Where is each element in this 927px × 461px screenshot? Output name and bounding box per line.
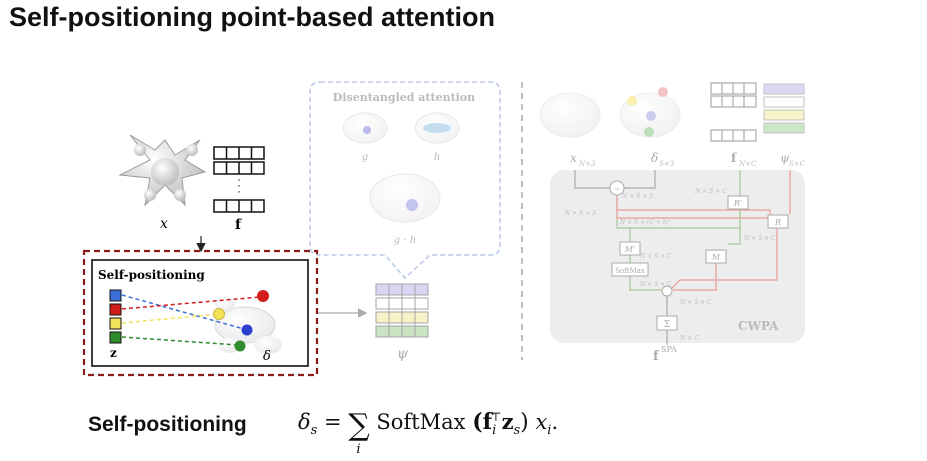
point-blue: [241, 324, 253, 336]
svg-text:·: ·: [237, 184, 241, 198]
cwpa-label: CWPA: [738, 319, 779, 333]
r-prime-node: [727, 195, 749, 210]
label-delta: δ: [263, 349, 271, 364]
label-gh: g · h: [394, 235, 416, 246]
label-f: f: [235, 217, 242, 233]
label-delta-right: δ: [651, 151, 658, 165]
subtract-node: [609, 180, 625, 196]
dash-blue: [121, 294, 245, 330]
svg-text:N×3: N×3: [578, 160, 596, 168]
m-prime-node: [619, 241, 641, 256]
slide-title: Self-positioning point-based attention: [9, 2, 495, 32]
right-feature-grid: [710, 82, 757, 142]
label-g: g: [362, 152, 368, 163]
vertical-ellipsis: ·: [237, 172, 241, 186]
svg-text:N×C: N×C: [738, 160, 757, 168]
svg-text:R: R: [774, 218, 781, 227]
disentangled-clouds: [342, 112, 460, 223]
point-green: [234, 340, 246, 352]
self-positioning-panel-title: Self-positioning: [98, 268, 205, 282]
svg-text:M': M': [624, 245, 635, 254]
z-blue-square: [109, 289, 122, 302]
svg-text:N × S × C: N × S × C: [639, 281, 672, 288]
sum-symbol: ∑: [348, 408, 370, 443]
equation-label: Self-positioning: [88, 413, 247, 436]
svg-text:N × S × C: N × S × C: [679, 299, 712, 306]
softmax-node: [611, 262, 649, 277]
svg-text:S×C: S×C: [789, 160, 806, 168]
label-x: x: [160, 216, 168, 232]
svg-text:N × S × C: N × S × C: [639, 253, 672, 260]
m-node: [705, 249, 727, 264]
label-psi-right: ψ: [780, 151, 790, 165]
point-cloud-x: [118, 134, 207, 207]
disentangled-title: Disentangled attention: [333, 91, 475, 104]
dashed-highlight-box: [82, 249, 319, 377]
svg-text:N × S × C: N × S × C: [694, 188, 727, 195]
dash-red: [121, 296, 261, 310]
label-psi: ψ: [397, 346, 409, 362]
point-red: [257, 290, 269, 302]
svg-text:N × S × 3: N × S × 3: [564, 210, 596, 217]
output-label: f: [653, 349, 660, 364]
label-f-right: f: [731, 151, 737, 165]
svg-text:N × S × C: N × S × C: [743, 235, 776, 242]
r-node: [767, 214, 789, 229]
cwpa-box: [550, 170, 805, 343]
svg-text:SoftMax: SoftMax: [615, 267, 645, 275]
svg-text:N × S × (C + h): N × S × (C + h): [619, 219, 670, 226]
z-green-square: [109, 331, 122, 344]
z-red-square: [109, 303, 122, 316]
dash-green: [121, 336, 239, 346]
svg-text:M: M: [711, 253, 721, 262]
label-x-right: x: [570, 151, 577, 165]
z-yellow-square: [109, 317, 122, 330]
svg-text:−: −: [614, 184, 619, 194]
feature-grid-f: [213, 146, 265, 213]
sum-node: [656, 315, 678, 331]
svg-text:SPA: SPA: [661, 345, 677, 354]
psi-grid: [375, 283, 429, 338]
cwpa-connectors: [574, 170, 791, 345]
point-yellow: [213, 308, 225, 320]
label-z: z: [110, 346, 117, 360]
multiply-node: [661, 285, 673, 297]
svg-text:S×3: S×3: [659, 160, 675, 168]
svg-text:R': R': [733, 199, 742, 208]
label-h: h: [434, 152, 440, 163]
svg-text:·: ·: [237, 178, 241, 192]
disentangled-bubble: [309, 81, 501, 280]
equation: δs = ∑ i SoftMax (fi⊤zs) xi.: [298, 408, 559, 457]
svg-text:N × C: N × C: [679, 335, 699, 342]
dash-yellow: [121, 313, 219, 324]
svg-text:Σ: Σ: [664, 320, 670, 330]
right-psi-grid: [763, 83, 805, 134]
cwpa-dimension-labels: N × S × 3 N × S × 3 N × S × C N × S × C …: [564, 188, 776, 342]
svg-text:N × S × 3: N × S × 3: [621, 193, 653, 200]
right-top-icons: [539, 87, 681, 138]
